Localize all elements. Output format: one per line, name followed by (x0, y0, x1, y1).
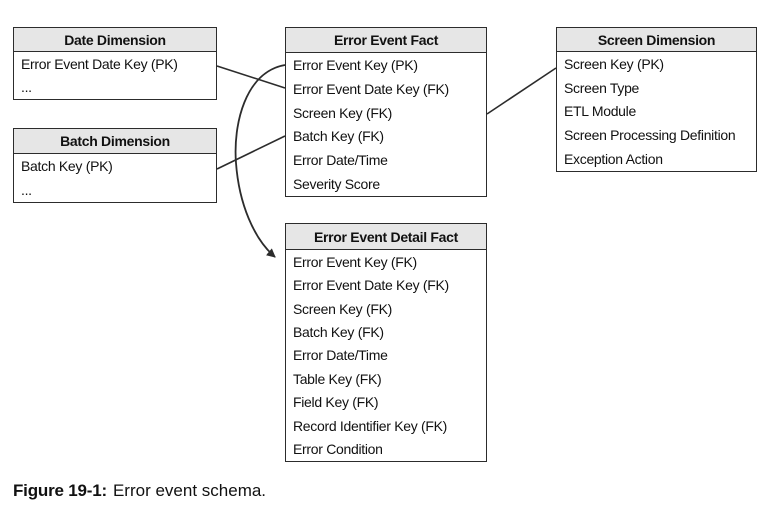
field-field-key-fk: Field Key (FK) (293, 394, 379, 411)
field-error-event-date-key-fk: Error Event Date Key (FK) (293, 277, 449, 294)
entity-title: Error Event Fact (286, 28, 486, 53)
figure-caption-label: Figure 19-1: (13, 481, 107, 500)
field-batch-key-fk: Batch Key (FK) (293, 128, 384, 145)
field-exception-action: Exception Action (564, 151, 663, 168)
field-etl-module: ETL Module (564, 103, 636, 120)
connector-fact-to-detail-arrow (234, 64, 286, 258)
entity-error-event-fact: Error Event Fact Error Event Key (PK) Er… (285, 27, 487, 197)
field-error-condition: Error Condition (293, 441, 383, 458)
field-screen-type: Screen Type (564, 79, 640, 96)
entity-field-list: Error Event Date Key (PK) ... (14, 52, 216, 99)
entity-title: Screen Dimension (557, 28, 756, 52)
entity-batch-dimension: Batch Dimension Batch Key (PK) ... (13, 128, 217, 203)
field-batch-key-pk: Batch Key (PK) (21, 158, 113, 174)
field-screen-key-fk: Screen Key (FK) (293, 300, 392, 317)
figure-caption: Figure 19-1: Error event schema. (13, 481, 266, 501)
field-batch-key-fk: Batch Key (FK) (293, 324, 384, 341)
field-error-date-time: Error Date/Time (293, 152, 388, 169)
field-screen-processing-definition: Screen Processing Definition (564, 127, 736, 144)
field-error-event-key-fk: Error Event Key (FK) (293, 253, 417, 270)
field-table-key-fk: Table Key (FK) (293, 370, 382, 387)
field-error-event-key-pk: Error Event Key (PK) (293, 56, 418, 73)
entity-field-list: Batch Key (PK) ... (14, 154, 216, 202)
field-ellipsis: ... (21, 182, 32, 198)
entity-field-list: Error Event Key (PK) Error Event Date Ke… (286, 53, 486, 196)
entity-field-list: Error Event Key (FK) Error Event Date Ke… (286, 250, 486, 461)
entity-title: Batch Dimension (14, 129, 216, 154)
entity-title: Error Event Detail Fact (286, 224, 486, 250)
field-ellipsis: ... (21, 79, 32, 96)
entity-field-list: Screen Key (PK) Screen Type ETL Module S… (557, 52, 756, 171)
connector-batch-to-fact (216, 135, 286, 170)
field-error-event-date-key-pk: Error Event Date Key (PK) (21, 55, 178, 72)
field-screen-key-pk: Screen Key (PK) (564, 55, 664, 72)
field-error-date-time: Error Date/Time (293, 347, 388, 364)
entity-screen-dimension: Screen Dimension Screen Key (PK) Screen … (556, 27, 757, 172)
connector-date-to-fact (216, 65, 286, 89)
connector-fact-to-screen (486, 67, 557, 115)
entity-error-event-detail-fact: Error Event Detail Fact Error Event Key … (285, 223, 487, 462)
field-screen-key-fk: Screen Key (FK) (293, 104, 392, 121)
field-error-event-date-key-fk: Error Event Date Key (FK) (293, 80, 449, 97)
entity-title: Date Dimension (14, 28, 216, 52)
field-record-identifier-key-fk: Record Identifier Key (FK) (293, 417, 448, 434)
field-severity-score: Severity Score (293, 176, 380, 193)
entity-date-dimension: Date Dimension Error Event Date Key (PK)… (13, 27, 217, 100)
figure-caption-text: Error event schema. (112, 481, 267, 500)
